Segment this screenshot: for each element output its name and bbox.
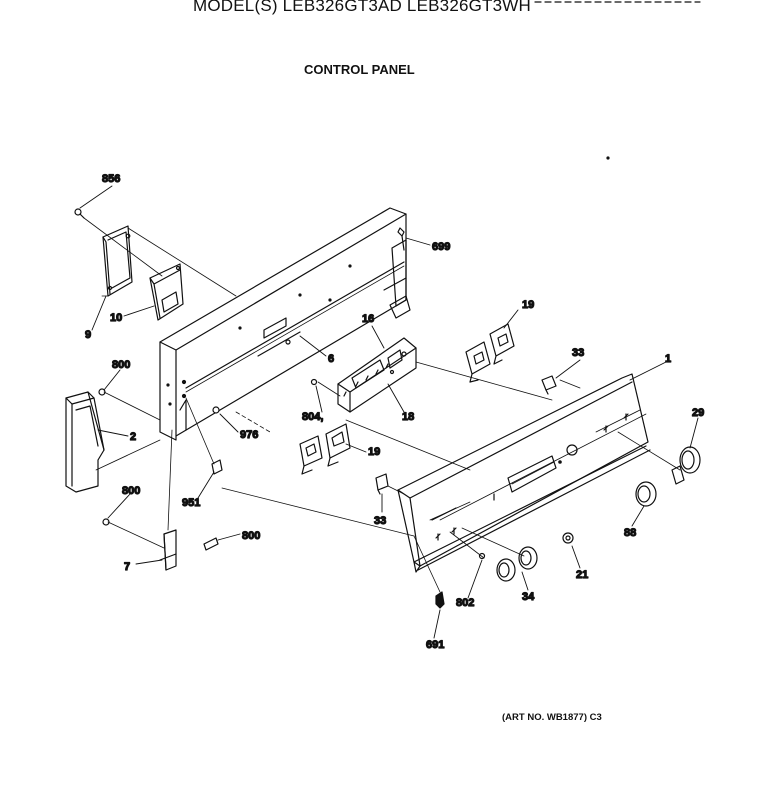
callout-9: 9	[85, 329, 91, 341]
callout-2: 2	[130, 431, 136, 443]
callout-33-lower: 33	[374, 515, 386, 527]
clip-upper-part-33	[541, 375, 557, 395]
callout-691: 691	[426, 639, 444, 651]
screw-part-804	[310, 378, 318, 386]
stray-dot	[606, 156, 610, 160]
infinite-switch-lower-part-19	[299, 423, 351, 475]
callout-19-upper: 19	[522, 299, 534, 311]
screw-part-699	[397, 227, 405, 251]
callout-10: 10	[110, 312, 122, 324]
knob-insert-part-21	[562, 532, 574, 544]
callout-976: 976	[240, 429, 258, 441]
callout-6: 6	[328, 353, 334, 365]
screw-part-800-lower	[102, 518, 110, 526]
callout-7: 7	[124, 561, 130, 573]
screw-part-800-upper	[98, 388, 106, 396]
callout-802: 802	[456, 597, 474, 609]
callout-34: 34	[522, 591, 535, 603]
callout-804: 804,	[302, 411, 323, 423]
callout-19-lower: 19	[368, 446, 380, 458]
end-bracket-part-9	[102, 225, 133, 297]
bracket-part-7	[159, 529, 177, 571]
callout-699: 699	[432, 241, 450, 253]
section-title: CONTROL PANEL	[304, 62, 415, 77]
callout-800-upper: 800	[112, 359, 130, 371]
screw-part-856	[74, 208, 85, 219]
callout-856: 856	[102, 173, 120, 185]
screw-part-800-bracket	[203, 537, 219, 551]
alignment-lines	[83, 217, 681, 593]
console-panel-part-1	[397, 373, 651, 573]
screw-part-976	[212, 406, 220, 414]
backsplash-panel-part-6	[159, 207, 411, 441]
model-title: MODEL(S) LEB326GT3AD LEB326GT3WH	[193, 0, 532, 15]
callout-951: 951	[182, 497, 200, 509]
knob-part-34	[496, 546, 538, 582]
callout-16: 16	[362, 313, 374, 325]
control-board-part-16-18	[337, 337, 417, 413]
callout-leaders	[79, 185, 699, 639]
knob-part-88	[635, 481, 657, 507]
infinite-switch-upper-part-19	[465, 323, 515, 383]
callout-800-bracket: 800	[242, 530, 260, 542]
callout-18: 18	[402, 411, 414, 423]
clip-lower-part-33	[375, 473, 389, 495]
screw-part-691	[435, 591, 445, 609]
callout-1: 1	[665, 353, 671, 365]
callout-88: 88	[624, 527, 636, 539]
side-trim-part-2	[65, 391, 105, 493]
callout-29: 29	[692, 407, 704, 419]
art-number: (ART NO. WB1877) C3	[502, 712, 602, 723]
knob-part-29	[671, 446, 701, 485]
bracket-part-10	[149, 263, 184, 321]
callout-21: 21	[576, 569, 588, 581]
callout-800-lower: 800	[122, 485, 140, 497]
callout-33-upper: 33	[572, 347, 584, 359]
screw-part-951	[211, 459, 223, 475]
